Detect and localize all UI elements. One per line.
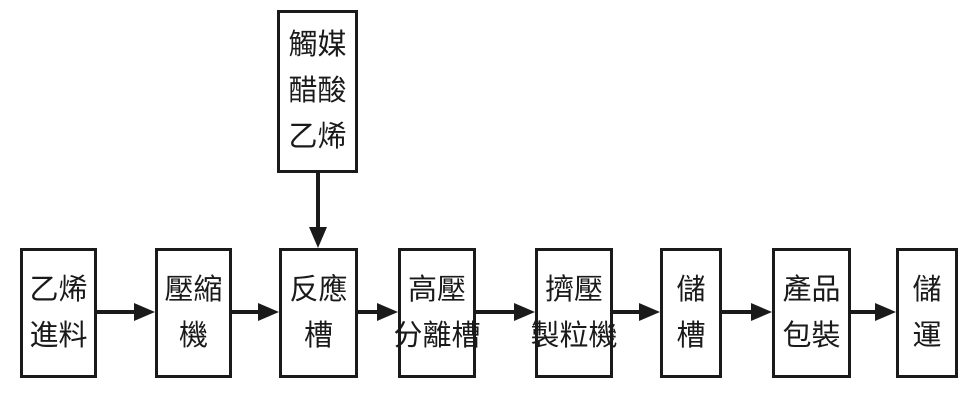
node-line: 儲 (912, 273, 942, 306)
node-product-packaging: 產品 包裝 (772, 248, 851, 378)
node-line: 分離槽 (393, 319, 481, 352)
node-line: 乙烯 (29, 273, 88, 306)
node-reactor-tank: 反應 槽 (279, 248, 358, 378)
arrow-compressor-to-reactor (232, 303, 279, 321)
node-line: 進料 (29, 319, 88, 352)
arrow-catalyst-to-reactor (309, 173, 327, 248)
arrow-storage-to-packaging (722, 303, 772, 321)
node-line: 觸媒 (288, 29, 347, 61)
node-line: 反應 (289, 273, 348, 306)
arrow-separator-to-pelletizer (476, 303, 535, 321)
arrow-reactor-to-separator (358, 303, 398, 321)
node-line: 機 (178, 319, 208, 352)
arrow-pelletizer-to-storage (613, 303, 660, 321)
arrow-feed-to-compressor (97, 303, 155, 321)
node-storage-shipping: 儲 運 (896, 248, 958, 378)
node-line: 運 (912, 319, 942, 352)
node-line: 製粒機 (530, 319, 618, 352)
node-line: 高壓 (407, 273, 466, 306)
node-line: 壓縮 (164, 273, 223, 306)
node-line: 擠壓 (544, 273, 603, 306)
node-high-pressure-separator: 高壓 分離槽 (394, 248, 481, 378)
node-line: 包裝 (782, 319, 841, 352)
node-ethylene-feed: 乙烯 進料 (20, 248, 97, 378)
node-line: 乙烯 (288, 121, 347, 153)
node-catalyst-acetic-ethylene: 觸媒 醋酸 乙烯 (277, 10, 358, 173)
node-line: 醋酸 (288, 75, 347, 107)
node-compressor: 壓縮 機 (155, 248, 232, 378)
node-line: 槽 (676, 319, 706, 352)
node-extrusion-pelletizer: 擠壓 製粒機 (531, 248, 618, 378)
node-line: 儲 (676, 273, 706, 306)
node-line: 槽 (303, 319, 333, 352)
arrow-packaging-to-shipping (851, 303, 896, 321)
node-storage-tank: 儲 槽 (660, 248, 722, 378)
node-line: 產品 (782, 273, 841, 306)
